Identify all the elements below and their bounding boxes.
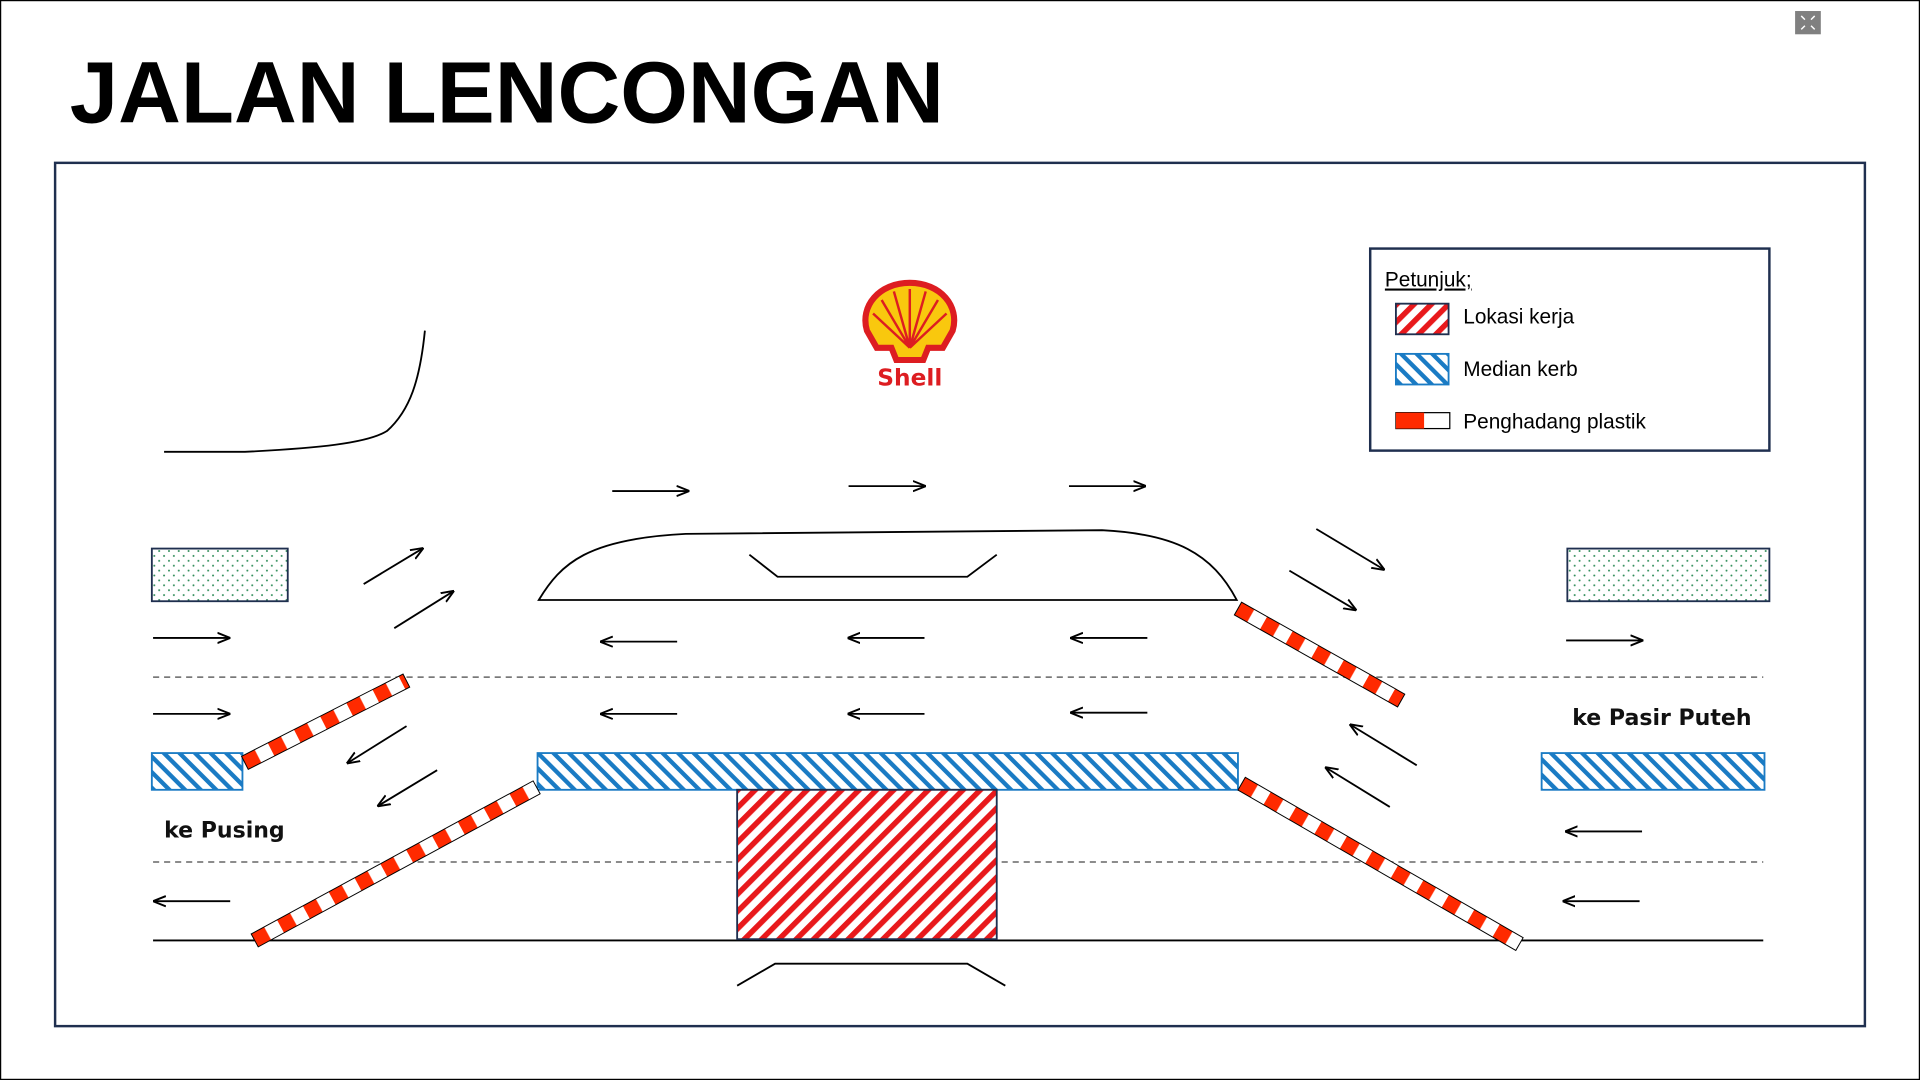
legend-median-label: Median kerb [1463, 358, 1577, 381]
destination-label-pasir-puteh: ke Pasir Puteh [1572, 706, 1751, 731]
arrow-up-right [363, 549, 423, 585]
legend-work-area-swatch [1395, 302, 1450, 336]
bottom-bracket [736, 962, 1006, 987]
median-kerb-center [536, 752, 1239, 791]
median-kerb-left [150, 752, 244, 791]
arrow-up-left [1351, 725, 1418, 767]
traffic-island [537, 529, 1239, 601]
arrow-down-left [378, 769, 438, 806]
legend-barrier-swatch [1395, 412, 1451, 430]
shell-logo: Shell [862, 279, 958, 392]
green-area-left [150, 547, 289, 603]
exit-fullscreen-button[interactable] [1795, 11, 1821, 35]
work-area [736, 788, 998, 941]
plastic-barriers [240, 601, 1524, 952]
road-curve [164, 330, 426, 453]
plastic-barrier [1233, 601, 1406, 708]
arrow-down-right [1288, 569, 1355, 610]
destination-label-pusing: ke Pusing [164, 819, 285, 844]
median-kerb-right [1540, 752, 1766, 791]
legend-work-area-label: Lokasi kerja [1463, 305, 1574, 328]
plastic-barrier [1237, 776, 1524, 952]
shell-logo-text: Shell [877, 365, 942, 392]
legend-heading: Petunjuk; [1385, 269, 1472, 292]
arrow-up-right [393, 591, 453, 629]
legend-barrier-label: Penghadang plastik [1463, 411, 1646, 434]
arrow-down-left [348, 725, 408, 763]
arrow-up-left [1326, 768, 1391, 808]
page-title: JALAN LENCONGAN [70, 44, 944, 141]
plastic-barrier [240, 673, 411, 771]
legend: Petunjuk; Lokasi kerja Median kerb Pengh… [1368, 247, 1771, 452]
traffic-arrows [153, 486, 1642, 901]
exit-fullscreen-icon [1800, 15, 1816, 30]
arrow-down-right [1315, 528, 1383, 569]
plastic-barrier [250, 780, 541, 948]
island-bracket [748, 553, 998, 578]
legend-median-swatch [1395, 352, 1450, 386]
green-area-right [1566, 547, 1771, 603]
